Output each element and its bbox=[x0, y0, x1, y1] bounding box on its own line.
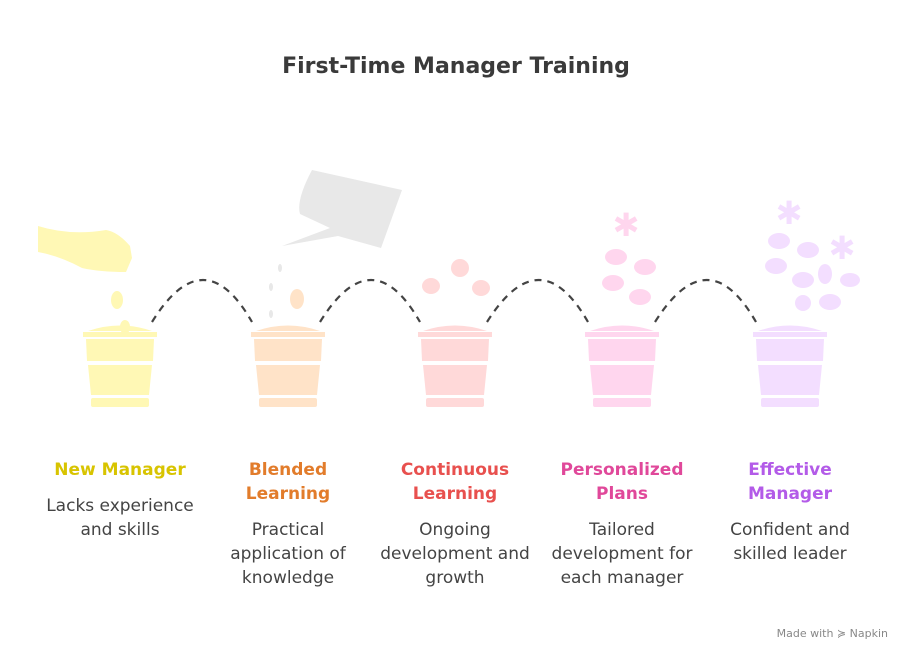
hand-icon bbox=[38, 226, 132, 334]
pot-icon bbox=[753, 325, 827, 407]
stage-5: Effective Manager Confident and skilled … bbox=[710, 458, 870, 566]
connector-arc bbox=[151, 279, 253, 323]
pot-icon bbox=[83, 325, 157, 407]
connector-arc bbox=[654, 279, 757, 323]
connector-arc bbox=[486, 279, 589, 323]
stage-description: Tailored development for each manager bbox=[551, 520, 693, 588]
stage-2: Blended Learning Practical application o… bbox=[208, 458, 368, 590]
stage-4: Personalized Plans Tailored development … bbox=[542, 458, 702, 590]
stage-description: Lacks experience and skills bbox=[46, 496, 194, 540]
stage-title: New Manager bbox=[54, 460, 186, 480]
svg-text:✱: ✱ bbox=[613, 206, 640, 244]
napkin-credit[interactable]: Made with ≽ Napkin bbox=[776, 627, 888, 640]
pot-icon bbox=[418, 325, 492, 407]
illustration: ✱ ✱ ✱ bbox=[38, 170, 860, 407]
svg-text:✱: ✱ bbox=[776, 194, 803, 232]
stage-3: Continuous Learning Ongoing development … bbox=[375, 458, 535, 590]
stage-description: Ongoing development and growth bbox=[380, 520, 530, 588]
stage-1: New Manager Lacks experience and skills bbox=[40, 458, 200, 542]
stage-title: Blended Learning bbox=[245, 460, 331, 504]
svg-text:✱: ✱ bbox=[829, 229, 856, 267]
stage-description: Confident and skilled leader bbox=[730, 520, 850, 564]
stage-description: Practical application of knowledge bbox=[230, 520, 346, 588]
pot-icon bbox=[585, 325, 659, 407]
leaf-icons: ✱ ✱ ✱ bbox=[290, 194, 860, 311]
diagram-title: First-Time Manager Training bbox=[282, 54, 630, 79]
stage-title: Continuous Learning bbox=[400, 460, 510, 504]
pot-icon bbox=[251, 325, 325, 407]
watering-can-icon bbox=[269, 170, 402, 318]
connector-arc bbox=[319, 279, 421, 323]
stage-title: Effective Manager bbox=[747, 460, 833, 504]
stage-title: Personalized Plans bbox=[560, 460, 684, 504]
